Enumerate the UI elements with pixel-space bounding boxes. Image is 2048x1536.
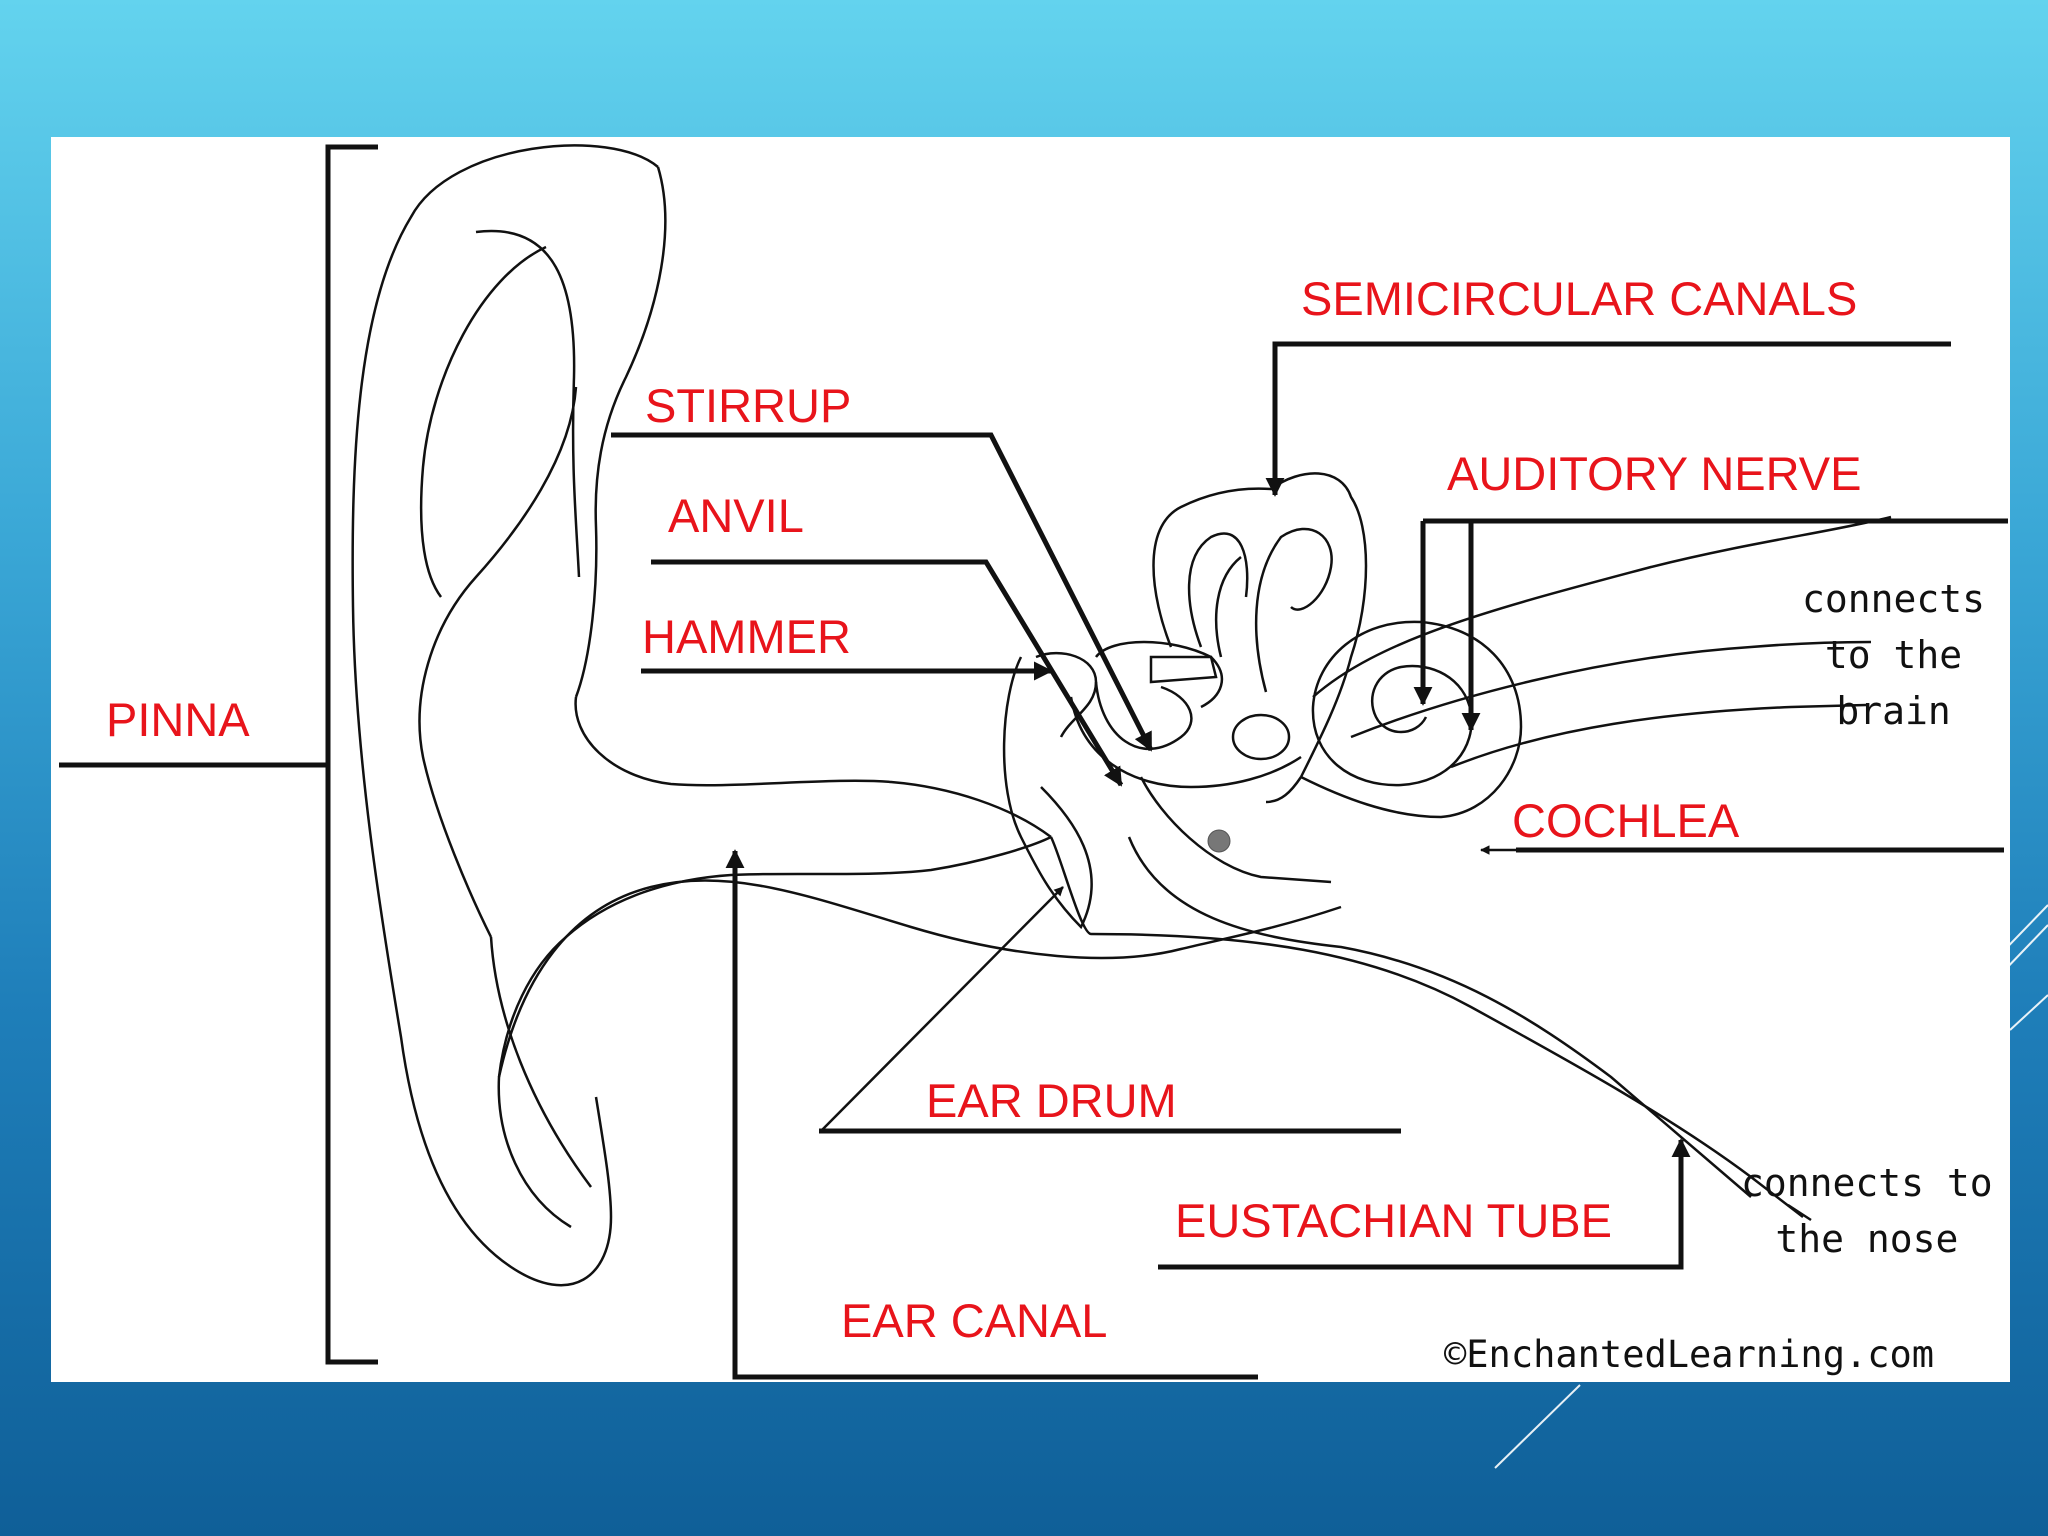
copyright-text: ©EnchantedLearning.com xyxy=(1444,1333,1935,1376)
note-connects-brain: connects to the brain xyxy=(1802,571,1985,739)
cochlea-spiral xyxy=(1207,515,1892,853)
label-cochlea: COCHLEA xyxy=(1512,794,1740,847)
note-brain-line-1: connects xyxy=(1802,577,1986,621)
pointer-lines xyxy=(59,144,2008,1380)
label-anvil: ANVIL xyxy=(668,489,804,542)
label-stirrup: STIRRUP xyxy=(645,379,852,432)
label-ear-canal: EAR CANAL xyxy=(841,1294,1108,1347)
semicircular-canals xyxy=(1152,472,1368,778)
note-connects-nose: connects to the nose xyxy=(1741,1155,1993,1267)
note-nose-line-1: connects to xyxy=(1741,1161,1993,1205)
pinna-outline xyxy=(351,144,1052,1287)
label-ear-drum: EAR DRUM xyxy=(926,1074,1177,1127)
note-nose-line-2: the nose xyxy=(1775,1217,1959,1261)
label-eustachian-tube: EUSTACHIAN TUBE xyxy=(1175,1194,1612,1247)
label-pinna: PINNA xyxy=(106,693,250,746)
label-auditory-nerve: AUDITORY NERVE xyxy=(1447,447,1862,500)
note-brain-line-3: brain xyxy=(1836,689,1951,733)
note-brain-line-2: to the xyxy=(1824,633,1963,677)
middle-ear xyxy=(1002,640,1332,930)
pointer-arrows-thin xyxy=(820,845,1812,1222)
label-hammer: HAMMER xyxy=(642,610,851,663)
canal-outline xyxy=(497,836,1804,1218)
label-semicircular-canals: SEMICIRCULAR CANALS xyxy=(1301,272,1858,325)
ear-diagram: PINNA STIRRUP ANVIL HAMMER SEMICIRCULAR … xyxy=(51,137,2010,1382)
